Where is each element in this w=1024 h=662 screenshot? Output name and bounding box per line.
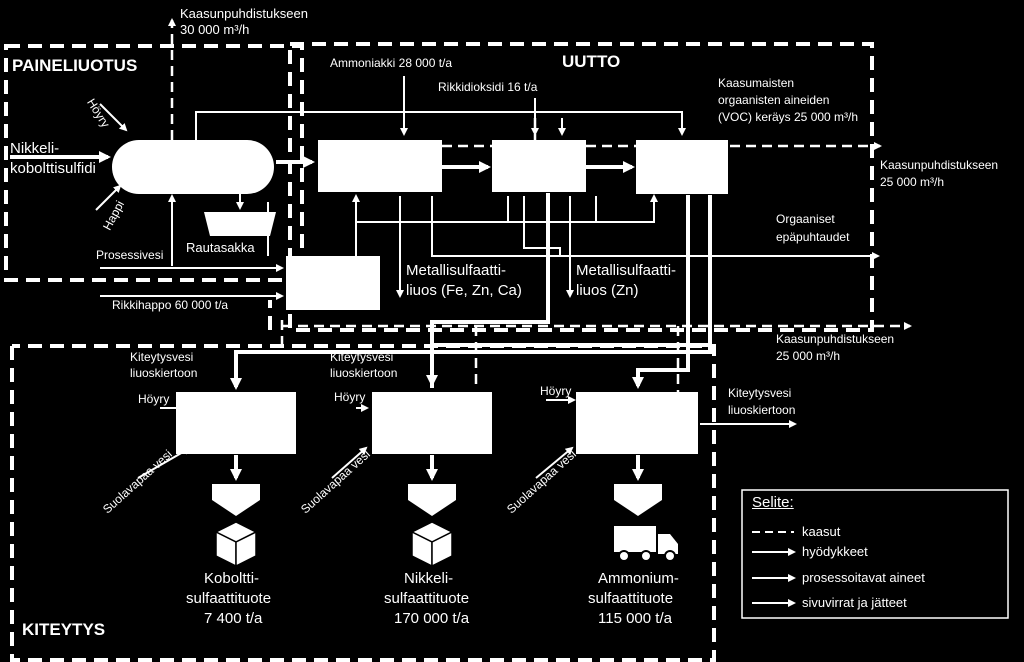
cobalt-crystallizer [176, 392, 296, 454]
rautasakka-label: Rautasakka [186, 240, 255, 255]
legend-box [741, 489, 1009, 619]
product-cobalt-label-1: Koboltti- [204, 570, 260, 587]
feed-label-2: kobolttisulfidi [10, 160, 96, 177]
nickel-crystallizer [372, 392, 492, 454]
product-cobalt-label-3: 7 400 t/a [204, 610, 263, 627]
extraction-unit-3 [636, 140, 728, 194]
cryst-water-2-label-2: liuoskiertoon [330, 366, 398, 380]
cryst-water-1-label-1: Kiteytysvesi [130, 350, 194, 364]
truck-icon [614, 526, 678, 562]
rikkihappo-label: Rikkihappo 60 000 t/a [112, 298, 229, 312]
hoyry-3-label: Höyry [540, 384, 572, 398]
section-title-uutto: UUTTO [562, 52, 621, 71]
hoyry-2-label: Höyry [334, 390, 366, 404]
product-nickel-label-1: Nikkeli- [404, 570, 454, 587]
product-cobalt-label-2: sulfaattituote [186, 590, 272, 607]
legend-title: Selite: [752, 494, 794, 511]
legend-item-gas: kaasut [802, 524, 841, 539]
legend-item-utility: hyödykkeet [802, 544, 868, 559]
hopper-ammonium [614, 484, 662, 516]
metal-sulfate-2-label-2: liuos (Zn) [576, 282, 639, 299]
rikkidioksidi-label: Rikkidioksidi 16 t/a [438, 80, 538, 94]
gas-mid-flow: 25 000 m³/h [776, 349, 841, 363]
gas-right-flow: 25 000 m³/h [880, 175, 945, 189]
legend-item-side: sivuvirrat ja jätteet [802, 595, 907, 610]
box-icon [214, 521, 258, 568]
feed-label-1: Nikkeli- [10, 140, 60, 157]
product-nickel-label-3: 170 000 t/a [394, 610, 470, 627]
cryst-water-3-label-2: liuoskiertoon [728, 403, 796, 417]
prosessivesi-label: Prosessivesi [96, 248, 164, 262]
box-icon [410, 521, 454, 568]
voc-label-1: Kaasumaisten [718, 76, 795, 90]
metal-sulfate-1-label-2: liuos (Fe, Zn, Ca) [406, 282, 522, 299]
hopper-nickel [408, 484, 456, 516]
product-nickel-label-2: sulfaattituote [384, 590, 470, 607]
ammonium-crystallizer [576, 392, 698, 454]
hoyry-1-label: Höyry [138, 392, 170, 406]
hopper-cobalt [212, 484, 260, 516]
section-title-paineliuotus: PAINELIUOTUS [12, 56, 138, 75]
cryst-water-3-label-1: Kiteytysvesi [728, 386, 792, 400]
ammoniakki-label: Ammoniakki 28 000 t/a [330, 56, 453, 70]
product-ammonium-label-3: 115 000 t/a [598, 610, 672, 627]
gas-right-label: Kaasunpuhdistukseen [880, 158, 999, 172]
extraction-unit-2 [492, 140, 586, 192]
product-ammonium-label-2: sulfaattituote [588, 590, 674, 607]
uutto-section-border [288, 42, 874, 332]
voc-label-3: (VOC) keräys 25 000 m³/h [718, 110, 859, 124]
cryst-water-1-label-2: liuoskiertoon [130, 366, 198, 380]
organic-impurities-label-2: epäpuhtaudet [776, 230, 850, 244]
extraction-unit-1 [318, 140, 442, 192]
metal-sulfate-1-label-1: Metallisulfaatti- [406, 262, 507, 279]
gas-mid-label: Kaasunpuhdistukseen [776, 332, 895, 346]
gas-top-flow: 30 000 m³/h [180, 22, 250, 37]
section-title-kiteytys: KITEYTYS [22, 620, 106, 639]
metal-sulfate-2-label-1: Metallisulfaatti- [576, 262, 677, 279]
gas-top-label: Kaasunpuhdistukseen [180, 6, 308, 21]
product-ammonium-label-1: Ammonium- [598, 570, 679, 587]
iron-precipitate-trapezoid [204, 212, 276, 236]
cryst-water-2-label-1: Kiteytysvesi [330, 350, 394, 364]
neutralization-unit [286, 256, 380, 310]
organic-impurities-label-1: Orgaaniset [776, 212, 835, 226]
legend-item-process: prosessoitavat aineet [802, 570, 925, 585]
voc-label-2: orgaanisten aineiden [718, 93, 830, 107]
pressure-leach-reactor [112, 140, 274, 194]
